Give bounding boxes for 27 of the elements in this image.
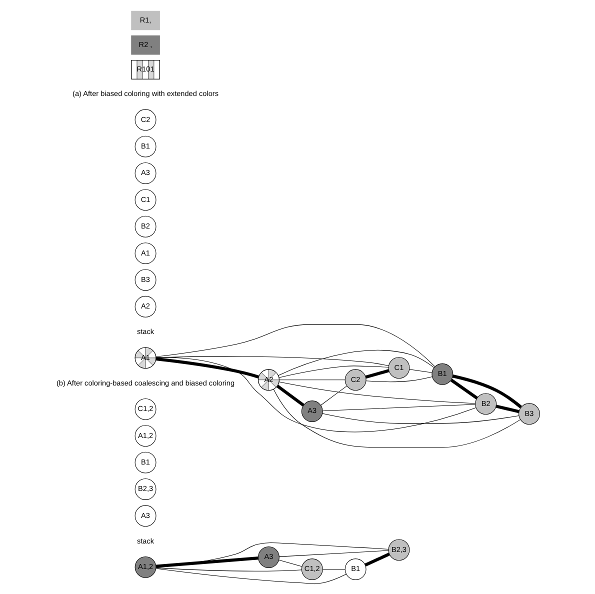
connector [156,556,258,568]
connector [320,385,348,405]
connector [156,356,260,378]
connector [278,559,302,566]
connector [365,368,390,378]
connector [278,365,389,378]
connector [278,550,389,556]
connector [273,388,521,448]
connector [279,379,346,380]
connector [322,568,346,570]
connector [276,384,304,406]
connector [156,568,347,584]
connector [156,356,476,432]
connector [496,404,520,413]
connector [450,378,478,399]
connector [156,324,436,366]
connector [156,356,389,366]
connector [156,567,302,571]
connector [322,412,519,424]
connector [156,542,389,566]
connector [409,368,432,372]
connector [366,376,432,382]
connector [452,374,522,408]
connector [322,404,476,411]
connector [278,381,476,404]
connector [278,350,434,376]
connector [364,552,390,566]
